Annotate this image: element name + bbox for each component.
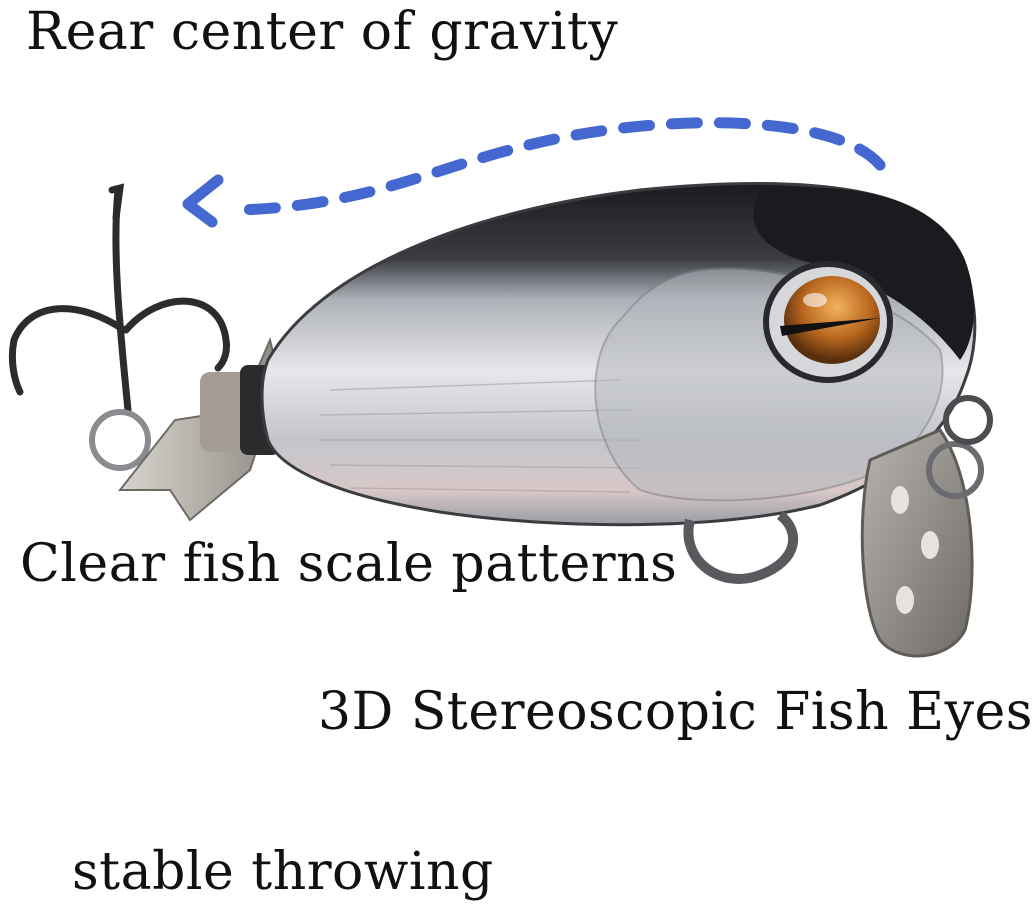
caption-3d-stereoscopic-fish-eyes: 3D Stereoscopic Fish Eyes <box>318 682 1033 742</box>
caption-rear-center-of-gravity: Rear center of gravity <box>26 2 619 62</box>
caption-clear-fish-scale-patterns: Clear fish scale patterns <box>20 534 678 594</box>
fish-eye <box>763 261 893 383</box>
lure-illustration <box>8 117 993 658</box>
product-image: Rear center of gravity <box>8 2 1033 902</box>
belly-hook-eye <box>683 511 799 584</box>
tail-fin <box>117 336 282 522</box>
dashed-curved-arrow-icon <box>182 117 886 228</box>
diving-lip <box>860 395 993 658</box>
caption-stable-throwing: stable throwing <box>72 842 494 902</box>
treble-hook <box>8 183 230 471</box>
